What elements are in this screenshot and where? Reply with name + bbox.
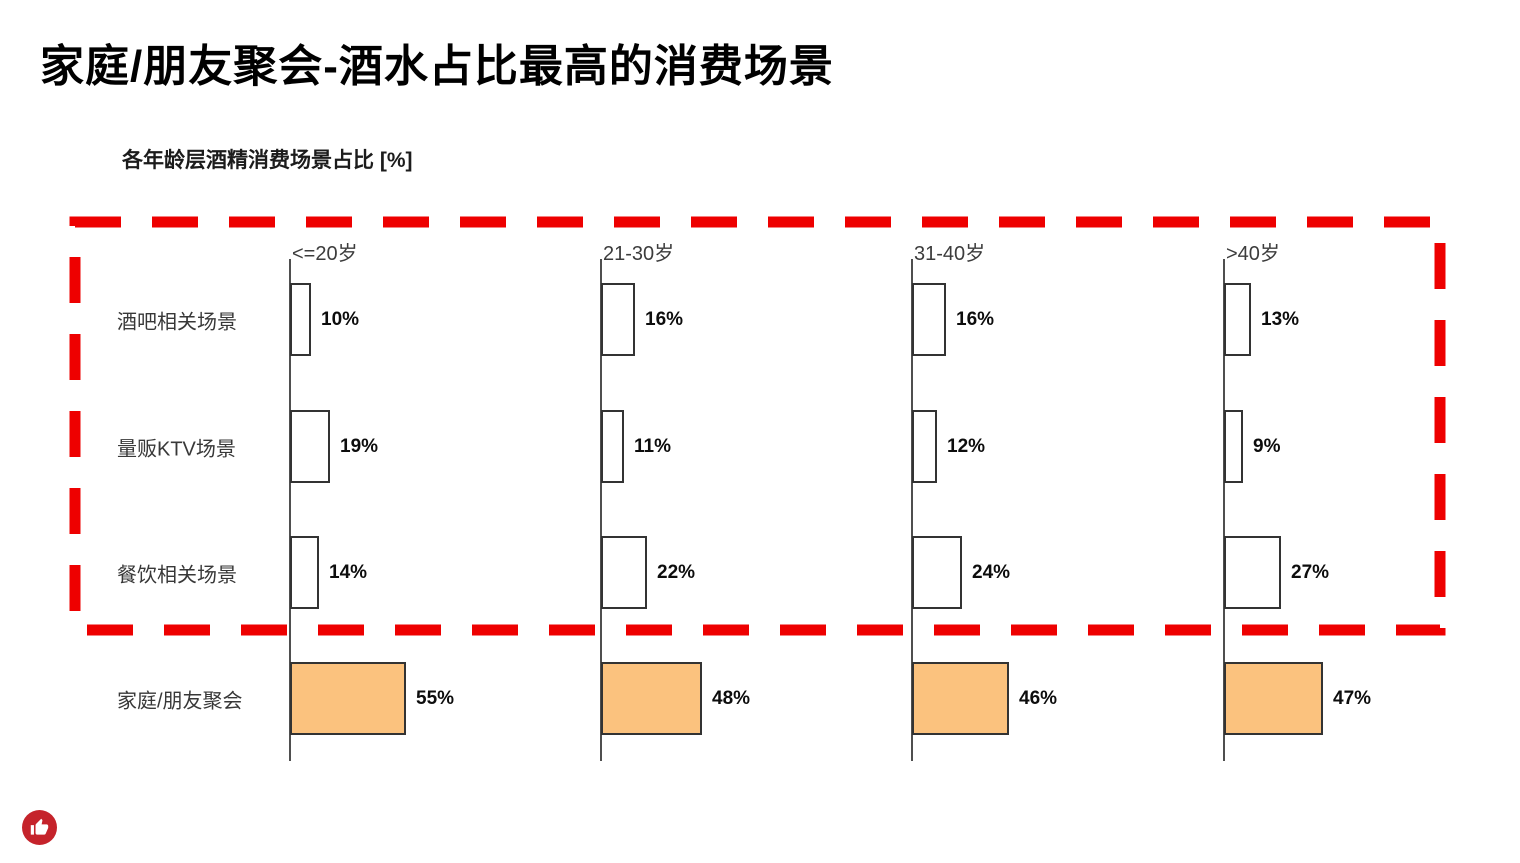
column-header: >40岁 — [1226, 243, 1280, 265]
bar — [290, 536, 319, 609]
bar — [601, 283, 635, 356]
thumbs-up-badge — [22, 810, 57, 845]
bar-value-label: 19% — [340, 435, 379, 457]
thumbs-up-icon — [30, 818, 49, 835]
bar-value-label: 47% — [1333, 687, 1372, 709]
bar — [601, 536, 647, 609]
bar-value-label: 13% — [1261, 308, 1300, 330]
bar-value-label: 11% — [634, 435, 671, 457]
bar — [912, 536, 962, 609]
column-header: 21-30岁 — [603, 243, 675, 265]
bar — [601, 410, 624, 483]
bar — [290, 410, 330, 483]
column-header: <=20岁 — [292, 243, 358, 265]
bar — [290, 283, 311, 356]
bar-value-label: 27% — [1291, 561, 1330, 583]
bar-value-label: 9% — [1253, 435, 1281, 457]
row-label: 量贩KTV场景 — [117, 438, 236, 460]
bar — [1224, 283, 1251, 356]
row-label: 家庭/朋友聚会 — [117, 690, 243, 712]
bar — [912, 662, 1009, 735]
bar — [912, 283, 946, 356]
bar-value-label: 46% — [1019, 687, 1058, 709]
bar-value-label: 10% — [321, 308, 360, 330]
bar — [290, 662, 406, 735]
bar — [1224, 662, 1323, 735]
bar-value-label: 16% — [645, 308, 684, 330]
bar-value-label: 14% — [329, 561, 368, 583]
row-label: 酒吧相关场景 — [117, 311, 237, 333]
bar-value-label: 16% — [956, 308, 995, 330]
bar-value-label: 55% — [416, 687, 455, 709]
row-label: 餐饮相关场景 — [117, 564, 237, 586]
chart-title: 各年龄层酒精消费场景占比 [%] — [122, 149, 413, 172]
bar — [912, 410, 937, 483]
bar — [1224, 536, 1281, 609]
bar — [1224, 410, 1243, 483]
bar-value-label: 12% — [947, 435, 986, 457]
bar — [601, 662, 702, 735]
page-title: 家庭/朋友聚会-酒水占比最高的消费场景 — [40, 42, 834, 91]
column-header: 31-40岁 — [914, 243, 986, 265]
bar-value-label: 48% — [712, 687, 751, 709]
bar-value-label: 24% — [972, 561, 1011, 583]
bar-value-label: 22% — [657, 561, 696, 583]
